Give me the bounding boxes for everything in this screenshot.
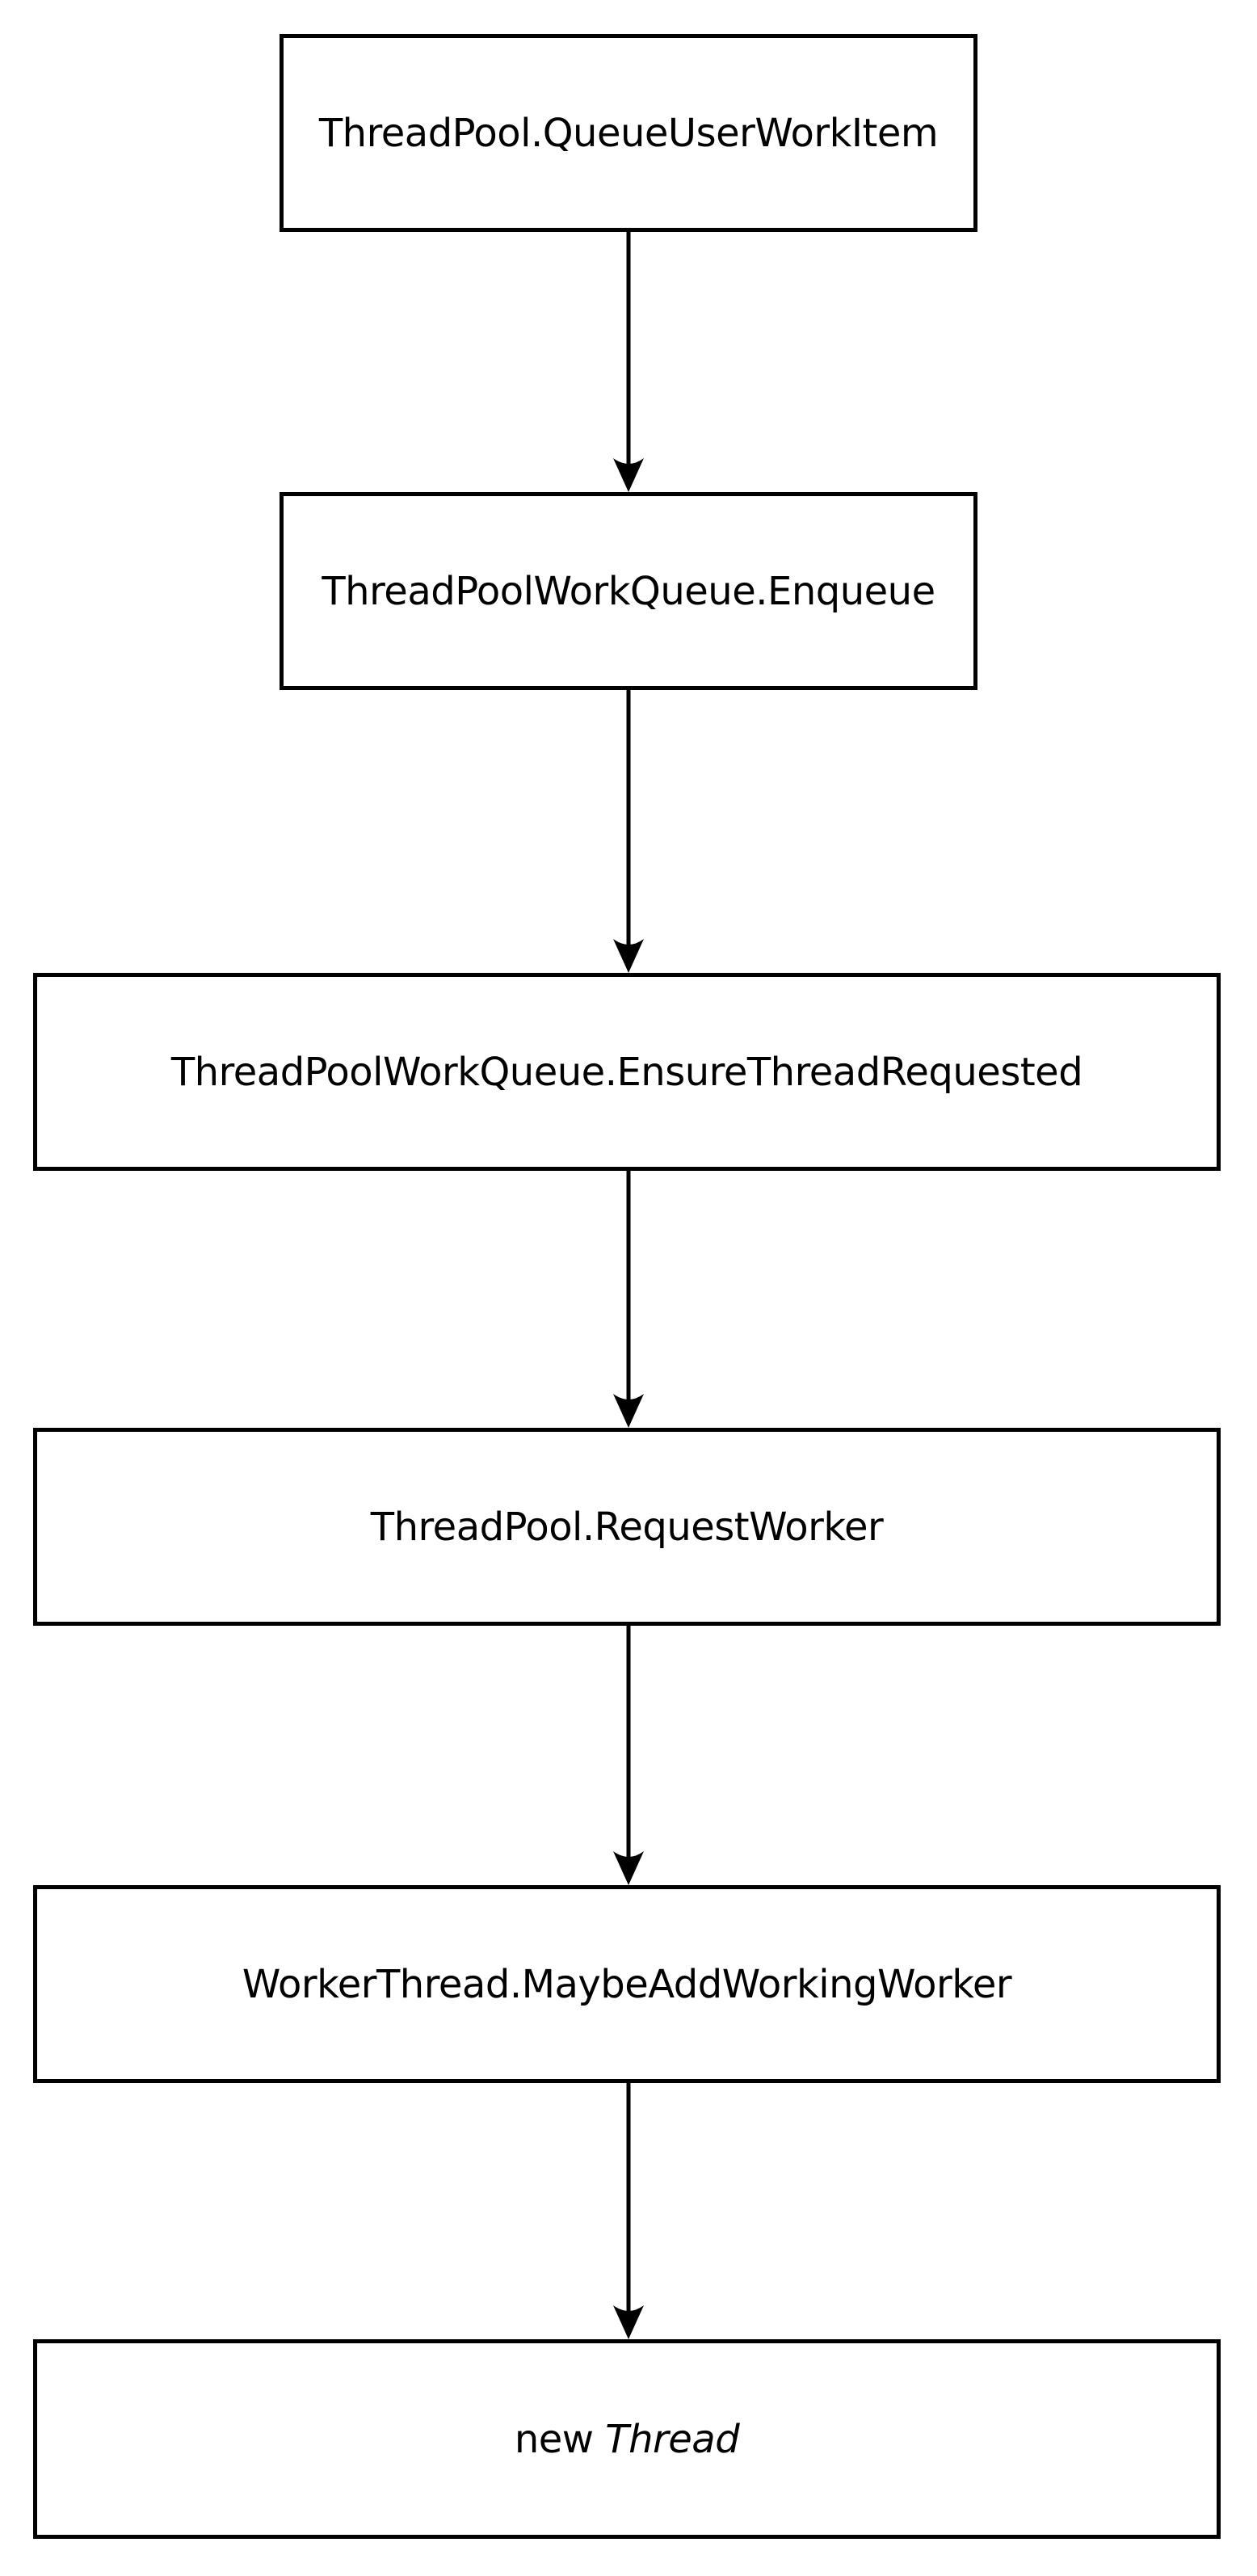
flow-edge-arrow-2 [611, 690, 646, 973]
flow-node-queue-user-work-item: ThreadPool.QueueUserWorkItem [280, 34, 977, 232]
flow-node-label-emphasis: Thread [605, 2416, 740, 2462]
flow-edge-arrow-1 [611, 232, 646, 492]
flow-node-label: ThreadPool.RequestWorker [370, 1504, 884, 1550]
flow-node-label: new Thread [514, 2416, 740, 2462]
flow-node-label-prefix: new [514, 2416, 606, 2462]
flow-node-ensure-thread-requested: ThreadPoolWorkQueue.EnsureThreadRequeste… [33, 973, 1221, 1171]
flow-node-label: ThreadPoolWorkQueue.Enqueue [322, 568, 935, 614]
flow-edge-arrow-5 [611, 2082, 646, 2339]
flow-node-request-worker: ThreadPool.RequestWorker [33, 1428, 1221, 1626]
flow-node-maybe-add-working-worker: WorkerThread.MaybeAddWorkingWorker [33, 1885, 1221, 2083]
flow-edge-arrow-3 [611, 1171, 646, 1428]
arrow-down-icon [613, 1171, 644, 1428]
flow-node-label: WorkerThread.MaybeAddWorkingWorker [242, 1961, 1012, 2007]
flow-node-new-thread: new Thread [33, 2339, 1221, 2539]
flow-edge-arrow-4 [611, 1626, 646, 1885]
flow-node-label: ThreadPool.QueueUserWorkItem [318, 110, 939, 156]
arrow-down-icon [613, 1626, 644, 1885]
arrow-down-icon [613, 232, 644, 492]
flow-node-label: ThreadPoolWorkQueue.EnsureThreadRequeste… [170, 1049, 1083, 1095]
flow-node-enqueue: ThreadPoolWorkQueue.Enqueue [280, 492, 977, 690]
arrow-down-icon [613, 2082, 644, 2339]
arrow-down-icon [613, 690, 644, 973]
